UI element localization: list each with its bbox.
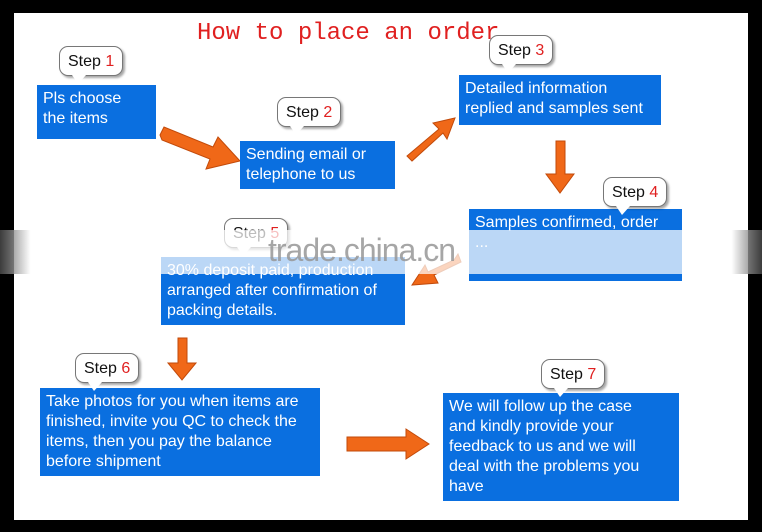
step6-label: Step <box>84 360 117 377</box>
step2-label: Step <box>286 104 319 121</box>
step2-line1: Sending email or <box>246 146 367 163</box>
step6-box: Take photos for you when items are finis… <box>40 388 320 476</box>
step7-line3: feedback to us and we will <box>449 438 636 455</box>
arrow-step2-to-step3 <box>406 117 456 162</box>
step4-bubble: Step 4 <box>603 177 668 217</box>
step3-number: 3 <box>535 42 545 59</box>
step7-line1: We will follow up the case <box>449 398 632 415</box>
step4-line1: Samples confirmed, order <box>475 214 659 231</box>
step1-bubble: Step 1 <box>59 46 124 86</box>
step7-label: Step <box>550 366 583 383</box>
arrow-step3-to-step4 <box>545 140 575 194</box>
step6-line1: Take photos for you when items are <box>46 393 299 410</box>
step6-number: 6 <box>121 360 131 377</box>
step2-line2: telephone to us <box>246 166 356 183</box>
arrow-step6-to-step7 <box>346 428 430 460</box>
diagram-title: How to place an order <box>197 20 500 47</box>
step2-box: Sending email or telephone to us <box>240 141 395 189</box>
step6-line4: before shipment <box>46 453 161 470</box>
step3-bubble: Step 3 <box>489 35 554 75</box>
step6-line3: items, then you pay the balance <box>46 433 272 450</box>
step1-line1: Pls choose <box>43 90 122 107</box>
step6-line2: finished, invite you QC to check the <box>46 413 297 430</box>
watermark-text: trade.china.cn <box>268 232 456 268</box>
step4-number: 4 <box>649 184 659 201</box>
arrow-step1-to-step2 <box>159 126 241 170</box>
arrow-step5-to-step6 <box>166 337 198 381</box>
step5-line3: packing details. <box>167 302 278 319</box>
step1-line2: the items <box>43 110 108 127</box>
step1-number: 1 <box>105 53 115 70</box>
step7-bubble: Step 7 <box>541 359 606 399</box>
step1-box: Pls choose the items <box>37 85 156 139</box>
step7-line4: deal with the problems you <box>449 458 640 475</box>
step3-label: Step <box>498 42 531 59</box>
step3-line1: Detailed information <box>465 80 608 97</box>
step2-bubble: Step 2 <box>277 97 342 137</box>
step7-box: We will follow up the case and kindly pr… <box>443 393 679 501</box>
step5-line2: arranged after confirmation of <box>167 282 377 299</box>
step1-label: Step <box>68 53 101 70</box>
step3-line2: replied and samples sent <box>465 100 643 117</box>
step7-line5: have <box>449 478 484 495</box>
flow-arrows <box>159 117 575 460</box>
step6-bubble: Step 6 <box>75 353 140 393</box>
step7-line2: and kindly provide your <box>449 418 614 435</box>
step2-number: 2 <box>323 104 333 121</box>
step4-label: Step <box>612 184 645 201</box>
watermark-band <box>0 230 762 274</box>
step7-number: 7 <box>587 366 597 383</box>
step3-box: Detailed information replied and samples… <box>459 75 661 125</box>
